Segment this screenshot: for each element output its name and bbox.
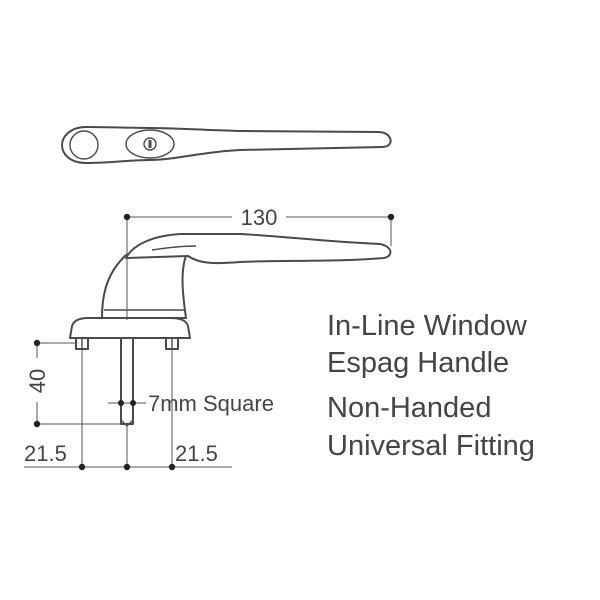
dimension-40-label: 40	[25, 369, 50, 393]
top-view-rosette-hole	[69, 130, 99, 160]
dim-130-dot-left	[123, 213, 131, 221]
handle-lever	[125, 233, 392, 265]
top-view-boss	[125, 129, 175, 159]
lock-cylinder-icon	[143, 137, 157, 151]
offset-dot-center	[123, 463, 131, 471]
spindle-dot-left	[118, 400, 124, 406]
lever-ridge	[151, 245, 197, 251]
dimension-130-label: 130	[241, 205, 278, 230]
product-description: In-Line Window Espag Handle Non-Handed U…	[327, 310, 535, 462]
offset-dot-right	[168, 463, 176, 471]
top-view-outline	[61, 126, 392, 164]
base-plate	[69, 317, 191, 339]
description-line-3: Non-Handed	[327, 392, 491, 424]
handle-side-view	[69, 233, 392, 427]
key-slot-icon	[148, 140, 152, 148]
spindle-size-label: 7mm Square	[148, 391, 274, 416]
offset-right-label: 21.5	[175, 441, 218, 466]
dim-130-dot-right	[387, 213, 395, 221]
description-line-4: Universal Fitting	[327, 430, 535, 462]
dim-40-dot-bottom	[33, 420, 41, 428]
description-line-1: In-Line Window	[327, 310, 528, 342]
offset-dot-left	[78, 463, 86, 471]
offset-left-label: 21.5	[24, 441, 67, 466]
spindle	[120, 333, 134, 425]
dim-40-dot-top	[33, 339, 41, 347]
dimension-offsets: 21.5 21.5	[24, 349, 232, 471]
spindle-callout: 7mm Square	[108, 391, 274, 416]
description-line-2: Espag Handle	[327, 347, 509, 379]
dimension-130: 130	[123, 205, 395, 320]
dimension-40: 40	[25, 339, 121, 428]
handle-top-view	[61, 126, 392, 164]
spindle-dot-right	[130, 400, 136, 406]
